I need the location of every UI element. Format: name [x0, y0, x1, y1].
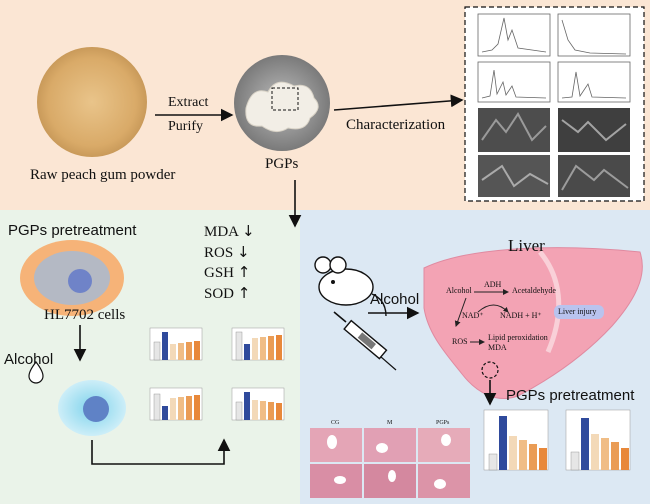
pathway-nad: NAD⁺ [462, 311, 484, 320]
pgps-label: PGPs [265, 156, 299, 172]
zoom-box [271, 87, 299, 111]
extract-label: Extract [168, 95, 209, 110]
cell-pretreatment-title: PGPs pretreatment [8, 222, 137, 239]
pgps-fibers [245, 81, 319, 132]
cell-bar-charts [149, 327, 285, 421]
histology-images [310, 428, 470, 498]
ros-arrow [454, 297, 467, 327]
zoom-circle [481, 361, 499, 379]
liver-pretreatment-title: PGPs pretreatment [506, 387, 635, 404]
characterization-label: Characterization [346, 117, 446, 133]
pathway-lipid-peroxidation: Lipid peroxidation [488, 333, 548, 342]
histology-col-cg: CG [331, 420, 340, 426]
nad-arrow [477, 304, 509, 313]
marker-ros: ROS ↓ [204, 242, 250, 261]
liver-injury-badge [554, 305, 604, 319]
pathway-adh: ADH [484, 280, 502, 289]
mouse-alcohol-label: Alcohol [370, 291, 420, 308]
spectra-charts [477, 13, 631, 103]
marker-gsh: GSH ↑ [204, 263, 251, 281]
liver-title: Liver [508, 236, 545, 255]
pathway-nadh: NADH + H⁺ [500, 311, 542, 320]
result-elbow-arrow [91, 438, 231, 465]
histology-col-m: M [387, 420, 393, 426]
marker-list: MDA ↓ ROS ↓ GSH ↑ SOD ↑ [204, 222, 255, 304]
cell-line-label: HL7702 cells [44, 307, 126, 323]
liver-injury-label: Liver injury [558, 307, 597, 316]
pathway-ros: ROS [452, 337, 468, 346]
powder-label: Raw peach gum powder [30, 167, 176, 183]
cell-alcohol-label: Alcohol [4, 351, 54, 368]
alcohol-droplet-icon [28, 361, 44, 384]
pathway-alcohol: Alcohol [446, 286, 472, 295]
syringe-icon [333, 311, 397, 371]
cell-nucleus [68, 269, 92, 293]
marker-sod: SOD ↑ [204, 283, 251, 302]
treated-cell-nucleus [83, 396, 109, 422]
histology-col-pgps: PGPs [436, 420, 450, 426]
purify-label: Purify [168, 119, 203, 134]
liver-shape [423, 247, 643, 400]
pathway-mda: MDA [488, 343, 507, 352]
peach-gum-powder-image [37, 47, 147, 157]
characterization-arrow [333, 94, 464, 111]
marker-mda: MDA ↓ [204, 222, 255, 240]
sem-images [478, 108, 630, 197]
liver-lobe-line [538, 250, 562, 353]
pathway-acetaldehyde: Acetaldehyde [512, 286, 556, 295]
liver-bar-charts [483, 409, 631, 471]
